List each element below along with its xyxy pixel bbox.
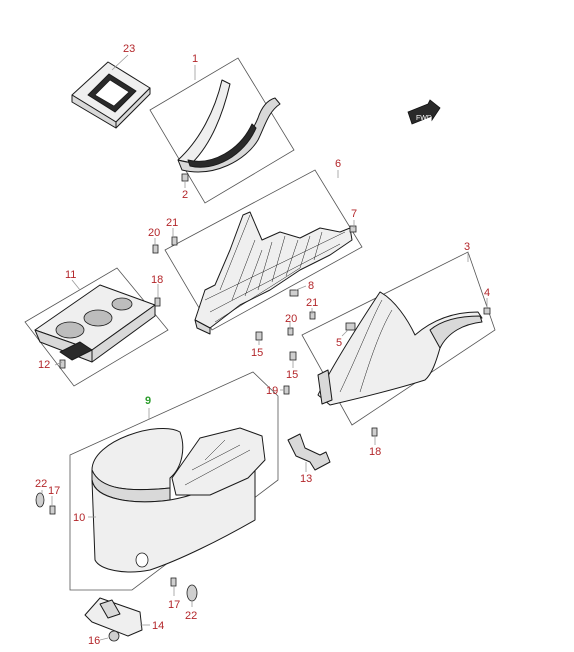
label-2: 2 [182, 189, 188, 201]
label-3: 3 [464, 241, 470, 253]
part-14-lower-bracket [84, 597, 143, 637]
part-18b-screw [371, 427, 378, 437]
label-6: 6 [335, 158, 341, 170]
frame-part-6 [164, 169, 363, 331]
label-9: 9 [145, 395, 151, 407]
part-23-shift-bezel [71, 61, 151, 129]
frame-part-1 [149, 57, 295, 204]
part-1-console-trim [177, 79, 281, 173]
part-18a-screw [154, 297, 161, 307]
label-15a: 15 [251, 347, 263, 359]
part-11-cup-holder [34, 284, 156, 363]
part-13-bracket [287, 433, 331, 471]
label-17a: 17 [48, 485, 60, 497]
part-20b-screw [287, 327, 294, 336]
part-16-nut [108, 630, 120, 642]
leader-lines [41, 54, 488, 641]
part-6-side-panel-left [194, 211, 353, 335]
label-5: 5 [336, 337, 342, 349]
label-8: 8 [308, 280, 314, 292]
label-19: 19 [266, 385, 278, 397]
part-20a-screw [152, 244, 159, 254]
label-12: 12 [38, 359, 50, 371]
fwd-arrow-icon: FWD [407, 99, 441, 125]
fwd-label: FWD [416, 115, 432, 122]
part-10-console-body [91, 428, 256, 573]
part-21b-screw [309, 311, 316, 320]
part-15a-clip [255, 331, 263, 341]
label-15b: 15 [286, 369, 298, 381]
label-22b: 22 [185, 610, 197, 622]
label-1: 1 [192, 53, 198, 65]
label-20a: 20 [148, 227, 160, 239]
part-22b-cap [186, 584, 198, 602]
label-7: 7 [351, 208, 357, 220]
part-2-clip [181, 173, 189, 182]
callout-labels: 23 1 2 6 7 21 20 3 11 18 8 4 21 20 5 12 … [35, 43, 490, 647]
part-15b-clip [289, 351, 297, 361]
frame-part-9 [69, 371, 279, 591]
part-12-screw [59, 359, 66, 369]
label-4: 4 [484, 287, 490, 299]
part-17a-screw [49, 505, 56, 515]
part-22a-cap [35, 492, 45, 508]
label-17b: 17 [168, 599, 180, 611]
label-18b: 18 [369, 446, 381, 458]
label-23: 23 [123, 43, 135, 55]
label-18a: 18 [151, 274, 163, 286]
label-21b: 21 [306, 297, 318, 309]
label-22a: 22 [35, 478, 47, 490]
part-21a-screw [171, 236, 178, 246]
part-9-console-rear [171, 427, 266, 496]
part-4-clip [483, 307, 491, 315]
label-14: 14 [152, 620, 164, 632]
label-13: 13 [300, 473, 312, 485]
label-10: 10 [73, 512, 85, 524]
label-11: 11 [65, 269, 76, 281]
part-17b-screw [170, 577, 177, 587]
part-7-clip [349, 225, 357, 233]
label-16: 16 [88, 635, 100, 647]
label-21a: 21 [166, 217, 178, 229]
label-20b: 20 [285, 313, 297, 325]
part-8-clip [289, 289, 299, 297]
frame-part-11 [24, 267, 169, 387]
part-5-nut [345, 322, 356, 331]
part-3-side-panel-right [317, 291, 483, 406]
